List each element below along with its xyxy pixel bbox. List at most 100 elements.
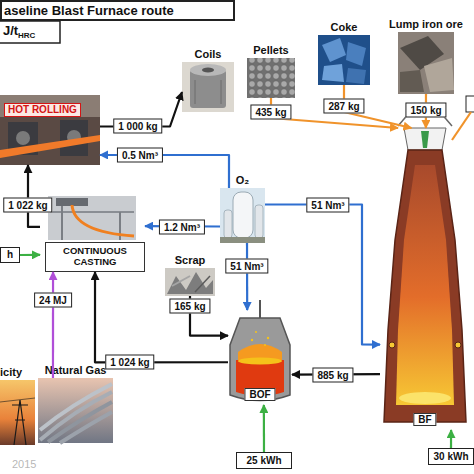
flow-arrow xyxy=(20,254,40,256)
node-text: 30 kWh xyxy=(433,451,468,463)
node-text: Natural Gas xyxy=(45,364,107,377)
flow-quantity: 51 Nm³ xyxy=(225,259,268,274)
coke-picture xyxy=(346,68,366,84)
ore-picture xyxy=(424,58,454,92)
flow-quantity: 150 kg xyxy=(405,103,446,118)
node-text: Coke xyxy=(331,21,358,34)
blast-furnace: BF xyxy=(380,128,470,430)
coke-picture xyxy=(322,38,346,62)
scrap-picture xyxy=(167,272,213,294)
ore-input: Lump iron ore xyxy=(398,32,454,94)
pellets-picture xyxy=(247,58,295,98)
coke-picture xyxy=(318,35,370,85)
bof-picture xyxy=(238,358,282,365)
node-text: Scrap xyxy=(175,254,206,267)
flow-arrow xyxy=(263,405,265,452)
blast-furnace-picture xyxy=(455,342,461,348)
unit-label: J/t xyxy=(3,23,18,38)
energy-box: 25 kWh xyxy=(236,452,292,469)
pellets-picture xyxy=(247,58,295,98)
bof-picture xyxy=(264,344,266,346)
flow-arrow xyxy=(265,205,380,345)
blast-furnace-picture xyxy=(421,131,429,148)
coil-picture xyxy=(182,62,234,112)
ore-picture xyxy=(400,70,424,92)
scrap-picture xyxy=(165,268,215,296)
caster-picture xyxy=(72,205,134,236)
flow-quantity: 287 kg xyxy=(323,99,364,114)
scrap-picture xyxy=(195,276,210,292)
gas-pipes-picture xyxy=(60,412,112,443)
blast-furnace-picture xyxy=(384,150,466,422)
flow-quantity: 1 000 kg xyxy=(113,119,162,134)
cropped-flow xyxy=(452,112,471,140)
coke-picture xyxy=(322,64,344,82)
coil-product: Coils xyxy=(182,62,234,112)
blast-furnace-picture xyxy=(396,165,454,405)
unit-box xyxy=(0,21,60,43)
coil-picture xyxy=(202,68,214,73)
coke-picture xyxy=(318,35,370,85)
node-text: BF xyxy=(413,413,436,427)
ore-picture xyxy=(398,32,454,94)
node-text: CONTINUOUS CASTING xyxy=(45,242,145,272)
caster-picture xyxy=(48,196,136,240)
caster-picture xyxy=(48,196,136,240)
oxygen-tank-picture xyxy=(233,192,253,238)
flow-quantity: 1 022 kg xyxy=(3,198,52,213)
node-text: Pellets xyxy=(253,44,288,57)
coil-picture xyxy=(221,80,222,104)
bof-picture xyxy=(230,318,290,401)
energy-box: 30 kWh xyxy=(428,448,474,465)
blast-furnace-picture xyxy=(384,112,466,422)
caster-picture xyxy=(61,206,63,240)
flow-arrow xyxy=(450,430,452,448)
node-text: Coils xyxy=(195,48,222,61)
electricity-picture xyxy=(0,380,35,445)
flow-quantity: 885 kg xyxy=(312,368,353,383)
caster-picture xyxy=(56,198,88,206)
flow-quantity: 24 MJ xyxy=(34,293,72,308)
cropped-flow xyxy=(452,96,474,140)
bof-picture xyxy=(267,337,269,339)
coil-picture xyxy=(195,80,196,104)
node-text: BOF xyxy=(244,388,275,402)
gas-pipes-picture xyxy=(38,378,113,443)
flow-quantity: 0.5 Nm³ xyxy=(117,148,163,163)
pellet-input: Pellets xyxy=(247,58,295,98)
hot-rolling-picture xyxy=(16,131,30,145)
oxygen-plant: O₂ xyxy=(220,188,265,243)
node-text: 25 kWh xyxy=(246,455,281,467)
electricity-picture xyxy=(12,400,28,445)
flow-quantity: 165 kg xyxy=(169,299,210,314)
oxygen-tank-picture xyxy=(220,188,265,243)
blast-furnace-picture xyxy=(389,342,395,348)
flow-arrow xyxy=(52,272,54,378)
node-text: O₂ xyxy=(236,174,249,187)
blast-furnace-picture xyxy=(404,128,446,150)
node-text: h xyxy=(7,249,13,261)
hot-rolling-picture xyxy=(0,135,100,158)
watermark: 2015 xyxy=(12,458,36,470)
bof-picture xyxy=(251,339,253,341)
coil-picture xyxy=(190,64,226,76)
scrap-input: Scrap xyxy=(165,268,215,296)
oxygen-tank-picture xyxy=(220,237,265,243)
electricity-supply: icity xyxy=(0,380,35,445)
blast-furnace-picture xyxy=(399,392,451,404)
flow-quantity: 435 kg xyxy=(250,105,291,120)
scrap-picture xyxy=(172,276,190,286)
node-text: HOT ROLLING xyxy=(4,103,81,117)
coke-input: Coke xyxy=(318,35,370,85)
ore-picture xyxy=(398,32,454,94)
flow-arrow xyxy=(95,272,228,362)
hot-rolling-mill: HOT ROLLING xyxy=(0,95,100,165)
continuous-caster: CONTINUOUS CASTING xyxy=(40,190,145,272)
electricity-picture xyxy=(0,380,35,445)
oxygen-tank-picture xyxy=(255,205,263,238)
bof-picture xyxy=(255,331,257,333)
